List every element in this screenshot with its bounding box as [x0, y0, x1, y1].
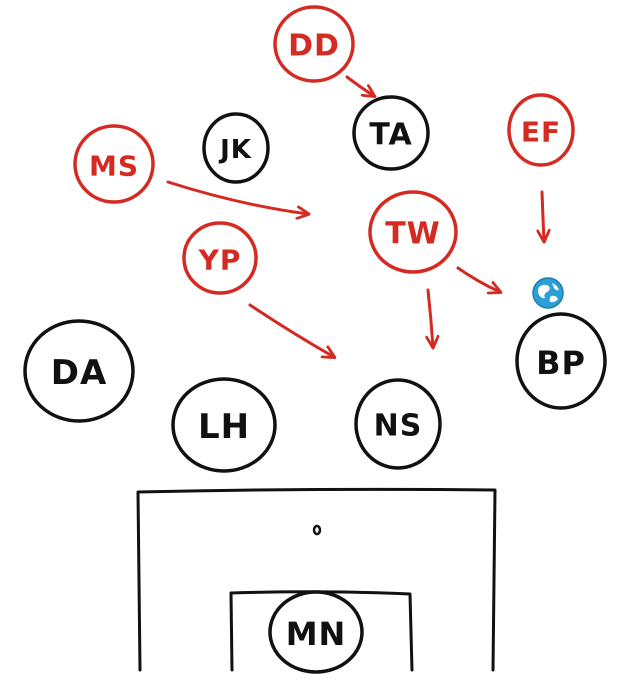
desk-outline — [136, 487, 497, 672]
node-ef-label: EF — [521, 116, 561, 149]
node-ta: TA — [352, 95, 430, 171]
node-jk-label: JK — [218, 135, 252, 165]
node-lh-label: LH — [198, 407, 250, 447]
node-da: DA — [23, 319, 135, 423]
arrow-yp-to-ns — [248, 303, 334, 357]
node-mn-label: MN — [286, 615, 347, 653]
node-da-circle — [23, 319, 135, 423]
node-ef: EF — [507, 93, 575, 167]
node-bp: BP — [515, 312, 607, 410]
globe-icon-land — [538, 283, 559, 303]
node-ns-label: NS — [374, 409, 423, 444]
node-ns-circle — [354, 378, 442, 470]
node-tw-label: TW — [385, 217, 441, 252]
node-lh-circle — [171, 377, 277, 473]
node-da-label: DA — [51, 353, 108, 393]
node-dd-label: DD — [288, 29, 340, 64]
node-mn: MN — [268, 590, 364, 674]
node-tw-circle — [368, 190, 458, 274]
node-ns: NS — [354, 378, 442, 470]
node-ms-label: MS — [89, 150, 139, 183]
node-yp-circle — [182, 221, 258, 295]
node-tw: TW — [368, 190, 458, 274]
arrows — [166, 75, 544, 357]
node-ta-label: TA — [369, 118, 412, 153]
globe-icon — [532, 277, 564, 309]
node-dd: DD — [273, 5, 355, 83]
arrow-ef-to-bp — [542, 190, 544, 241]
node-mn-circle — [268, 590, 364, 674]
node-ms-circle — [73, 124, 155, 204]
node-jk: JK — [202, 112, 270, 184]
node-yp: YP — [182, 221, 258, 295]
node-bp-circle — [515, 312, 607, 410]
arrow-tw-to-ns — [428, 288, 433, 347]
node-yp-label: YP — [198, 244, 242, 277]
node-jk-circle — [202, 112, 270, 184]
node-ta-circle — [352, 95, 430, 171]
arrow-dd-to-ta — [345, 75, 374, 96]
arrow-ms-to-tw — [166, 180, 308, 214]
node-ms: MS — [73, 124, 155, 204]
arrow-tw-to-bp — [456, 266, 500, 292]
node-lh: LH — [171, 377, 277, 473]
node-ef-circle — [507, 93, 575, 167]
node-bp-label: BP — [536, 344, 586, 382]
globe-icon-ring — [532, 277, 564, 309]
desk-dot — [312, 524, 322, 536]
node-dd-circle — [273, 5, 355, 83]
